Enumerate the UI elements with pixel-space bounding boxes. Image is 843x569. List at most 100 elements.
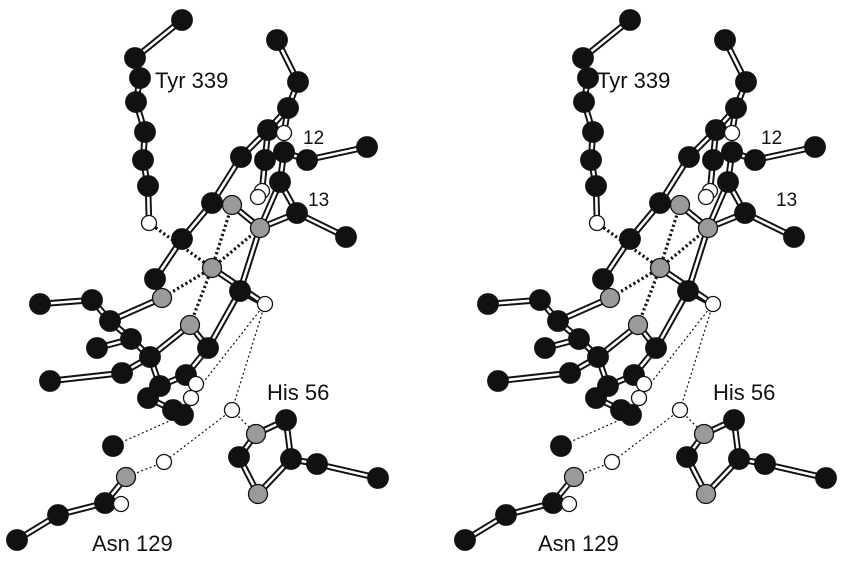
nitrogen-atom (201, 257, 223, 279)
label-tyr339: Tyr 339 (597, 68, 670, 93)
carbon-atom (47, 504, 69, 526)
coordination-bond (210, 204, 234, 269)
nitrogen-atom (249, 217, 271, 239)
carbon-atom (705, 119, 727, 141)
carbon-atom (280, 448, 302, 470)
carbon-atom (172, 404, 194, 426)
carbon-atom (94, 492, 116, 514)
carbon-atom (286, 202, 308, 224)
carbon-atom (266, 29, 288, 51)
carbon-atom (723, 409, 745, 431)
bond-highlight (238, 226, 262, 293)
bond-highlight (496, 371, 572, 383)
carbon-atom (367, 467, 389, 489)
carbon-atom (139, 346, 161, 368)
carbon-atom (137, 387, 159, 409)
oxygen-atom (723, 124, 741, 142)
label-atom-13: 13 (308, 190, 329, 211)
carbon-atom (592, 268, 614, 290)
bond-highlight (48, 371, 124, 383)
carbon-atom (230, 146, 252, 168)
carbon-atom (676, 446, 698, 468)
carbon-atom (102, 435, 124, 457)
carbon-atom (171, 228, 193, 250)
oxygen-atom (140, 214, 158, 232)
carbon-atom (754, 453, 776, 475)
atom-layer (454, 9, 837, 551)
carbon-atom (550, 435, 572, 457)
nitrogen-atom (627, 314, 649, 336)
nitrogen-atom (247, 483, 269, 505)
carbon-atom (111, 362, 133, 384)
carbon-atom (619, 9, 641, 31)
carbon-atom (721, 141, 743, 163)
coordination-bond (636, 267, 662, 326)
oxygen-atom (155, 453, 173, 471)
hydrogen-bond (679, 303, 714, 411)
coordination-bond (658, 226, 710, 270)
carbon-atom (572, 47, 594, 69)
coordination-bond (658, 204, 682, 269)
coordination-bond (210, 226, 262, 270)
carbon-atom (734, 202, 756, 224)
nitrogen-atom (693, 423, 715, 445)
carbon-atom (6, 529, 28, 551)
nitrogen-atom (245, 423, 267, 445)
carbon-atom (254, 149, 276, 171)
carbon-atom (678, 146, 700, 168)
oxygen-atom (704, 295, 722, 313)
carbon-atom (124, 47, 146, 69)
stereo-panel-left: Tyr 339 His 56 Asn 129 12 13 (6, 9, 389, 556)
carbon-atom (356, 136, 378, 158)
carbon-atom (81, 289, 103, 311)
oxygen-atom (182, 389, 200, 407)
carbon-atom (134, 121, 156, 143)
carbon-atom (171, 9, 193, 31)
carbon-atom (744, 149, 766, 171)
carbon-atom (547, 310, 569, 332)
carbon-atom (714, 29, 736, 51)
nitrogen-atom (221, 194, 243, 216)
carbon-atom (725, 97, 747, 119)
carbon-atom (197, 337, 219, 359)
carbon-atom (120, 328, 142, 350)
carbon-atom (228, 446, 250, 468)
carbon-atom (585, 175, 607, 197)
label-atom-13: 13 (776, 190, 797, 211)
carbon-atom (269, 171, 291, 193)
carbon-atom (582, 121, 604, 143)
carbon-atom (728, 448, 750, 470)
nitrogen-atom (563, 466, 585, 488)
carbon-atom (477, 293, 499, 315)
carbon-atom (129, 67, 151, 89)
hydrogen-bond (611, 409, 681, 463)
oxygen-atom (249, 188, 267, 206)
nitrogen-atom (669, 194, 691, 216)
carbon-atom (144, 268, 166, 290)
carbon-atom (132, 149, 154, 171)
coordination-bond (188, 267, 214, 326)
nitrogen-atom (697, 217, 719, 239)
stereo-panel-right: Tyr 339 His 56 Asn 129 12 13 (454, 9, 837, 556)
atom-layer (6, 9, 389, 551)
carbon-atom (577, 67, 599, 89)
carbon-atom (257, 119, 279, 141)
carbon-atom (568, 328, 590, 350)
carbon-atom (649, 192, 671, 214)
carbon-atom (296, 149, 318, 171)
label-asn129: Asn 129 (92, 531, 173, 556)
carbon-atom (534, 337, 556, 359)
nitrogen-atom (649, 257, 671, 279)
carbon-atom (29, 293, 51, 315)
carbon-atom (815, 467, 837, 489)
nitrogen-atom (151, 287, 173, 309)
nitrogen-atom (599, 287, 621, 309)
carbon-atom (99, 310, 121, 332)
oxygen-atom (671, 401, 689, 419)
carbon-atom (559, 362, 581, 384)
carbon-atom (335, 226, 357, 248)
label-his56: His 56 (713, 380, 775, 405)
oxygen-atom (256, 295, 274, 313)
carbon-atom (580, 149, 602, 171)
